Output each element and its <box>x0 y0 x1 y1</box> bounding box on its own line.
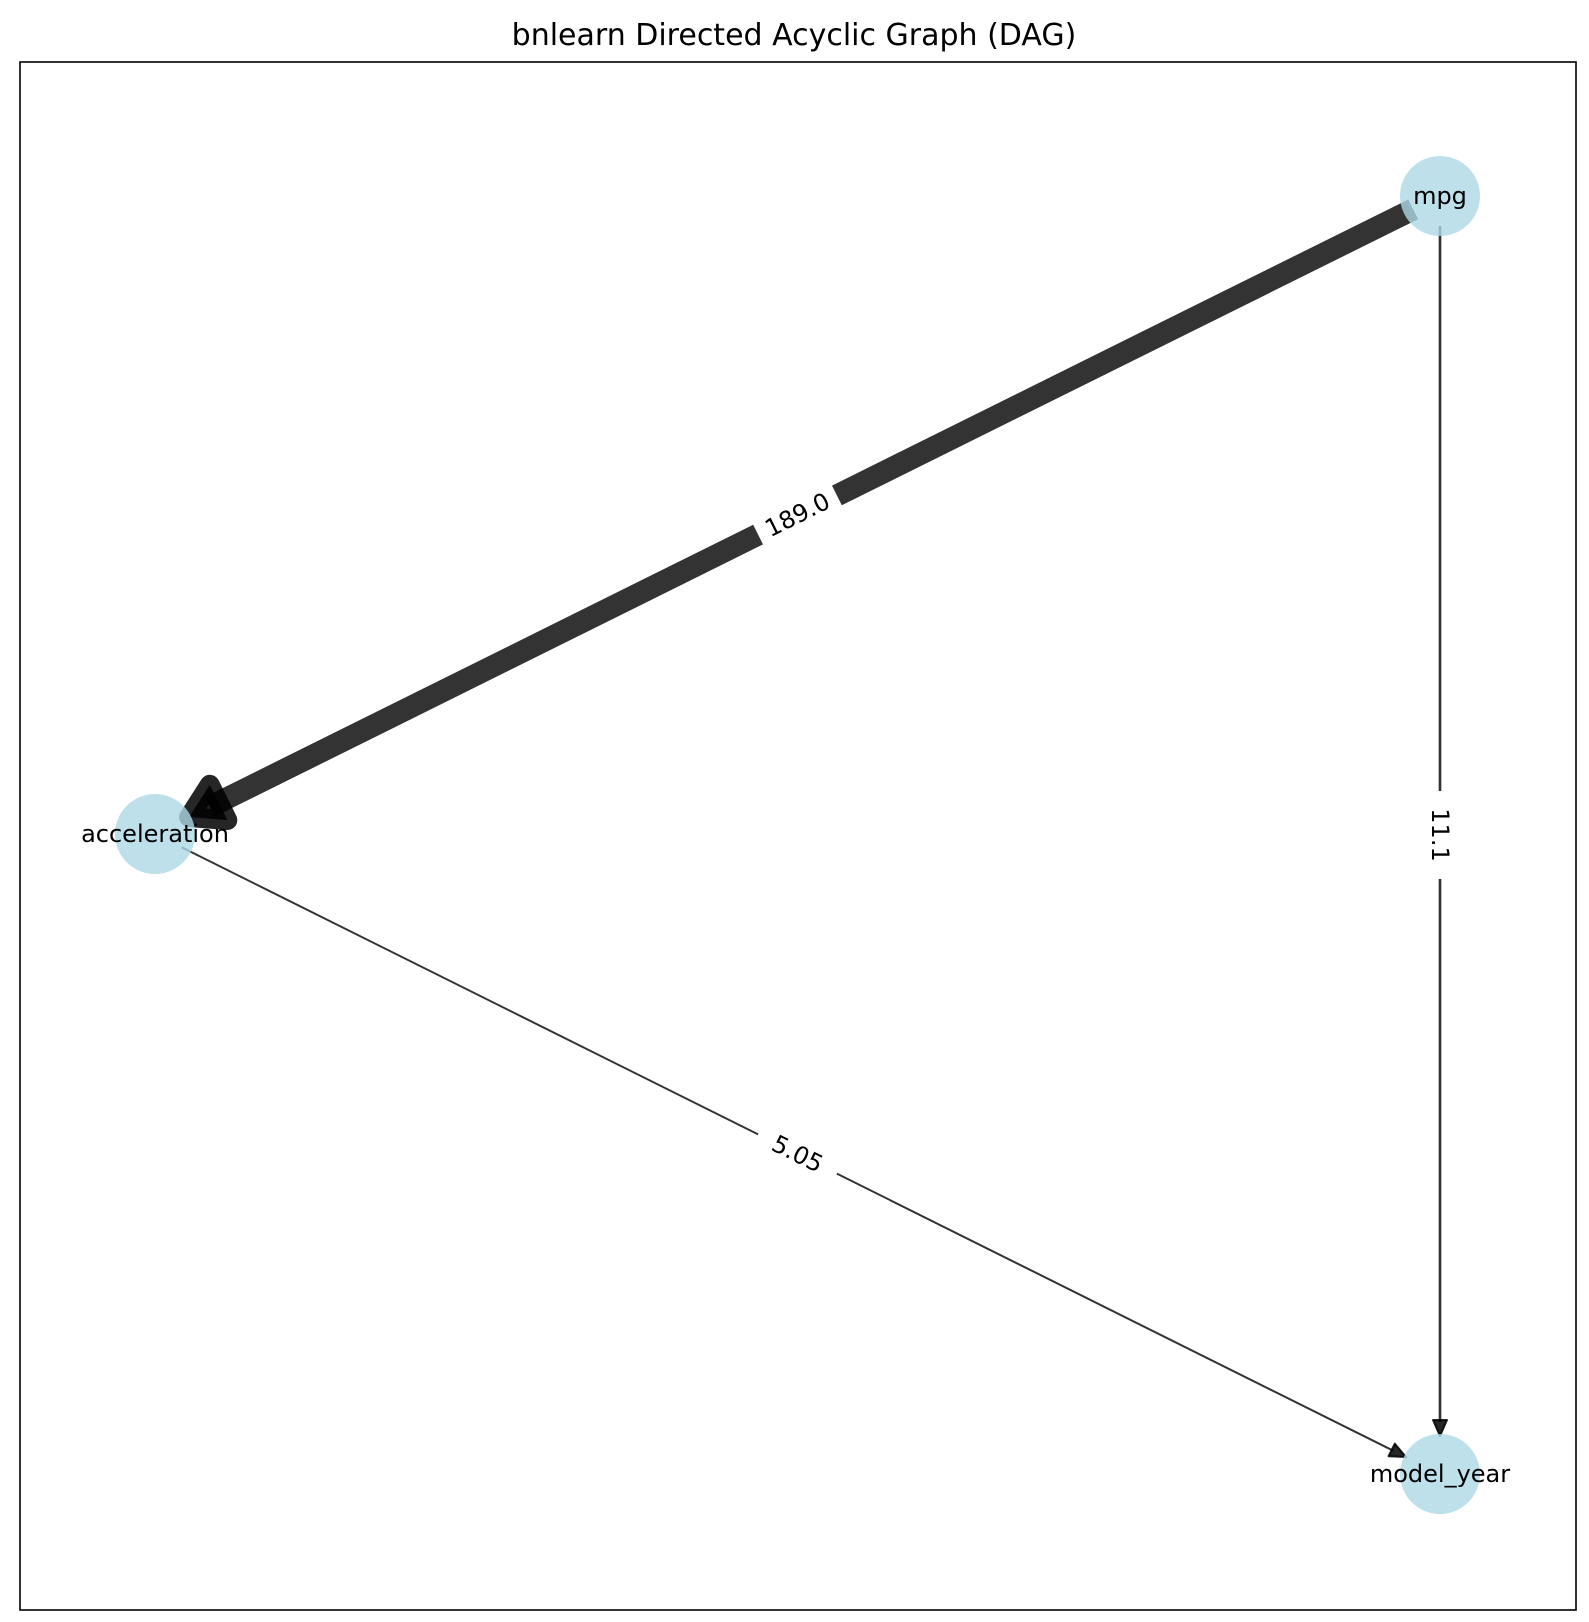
node-acceleration <box>115 794 195 874</box>
edge-mpg-acceleration-arrowhead <box>179 774 238 831</box>
edge-mpg-acceleration-segment-a <box>832 199 1419 506</box>
edge-acceleration-model_year-segment-a <box>181 846 759 1136</box>
node-label-mpg: mpg <box>1413 182 1467 210</box>
node-model_year <box>1400 1434 1480 1514</box>
edge-acceleration-model_year-segment-b <box>836 1172 1394 1452</box>
node-mpg <box>1400 156 1480 236</box>
chart-title: bnlearn Directed Acyclic Graph (DAG) <box>512 18 1077 53</box>
edge-mpg-acceleration-segment-b <box>204 524 763 817</box>
edge-label-mpg-model_year: 11.1 <box>1426 808 1454 861</box>
edges-layer <box>179 199 1448 1459</box>
node-label-model_year: model_year <box>1370 1460 1510 1488</box>
plot-frame <box>19 61 1577 1611</box>
node-label-acceleration: acceleration <box>81 820 229 848</box>
node-labels-layer: mpg acceleration model_year <box>81 182 1510 1488</box>
nodes-layer <box>115 156 1480 1514</box>
edge-acceleration-model_year-arrowhead <box>1387 1442 1407 1459</box>
edge-mpg-model_year-arrowhead <box>1432 1419 1448 1437</box>
